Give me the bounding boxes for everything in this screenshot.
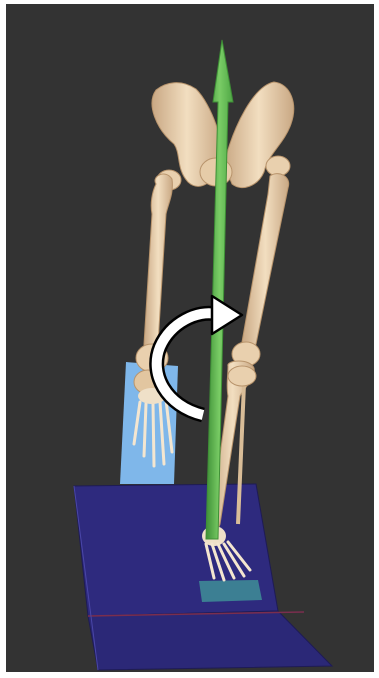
right-foot-pad [199, 580, 262, 602]
3d-viewport[interactable] [6, 4, 374, 672]
skeleton-scene [6, 4, 374, 672]
platform [74, 484, 332, 670]
right-femur [232, 174, 289, 366]
